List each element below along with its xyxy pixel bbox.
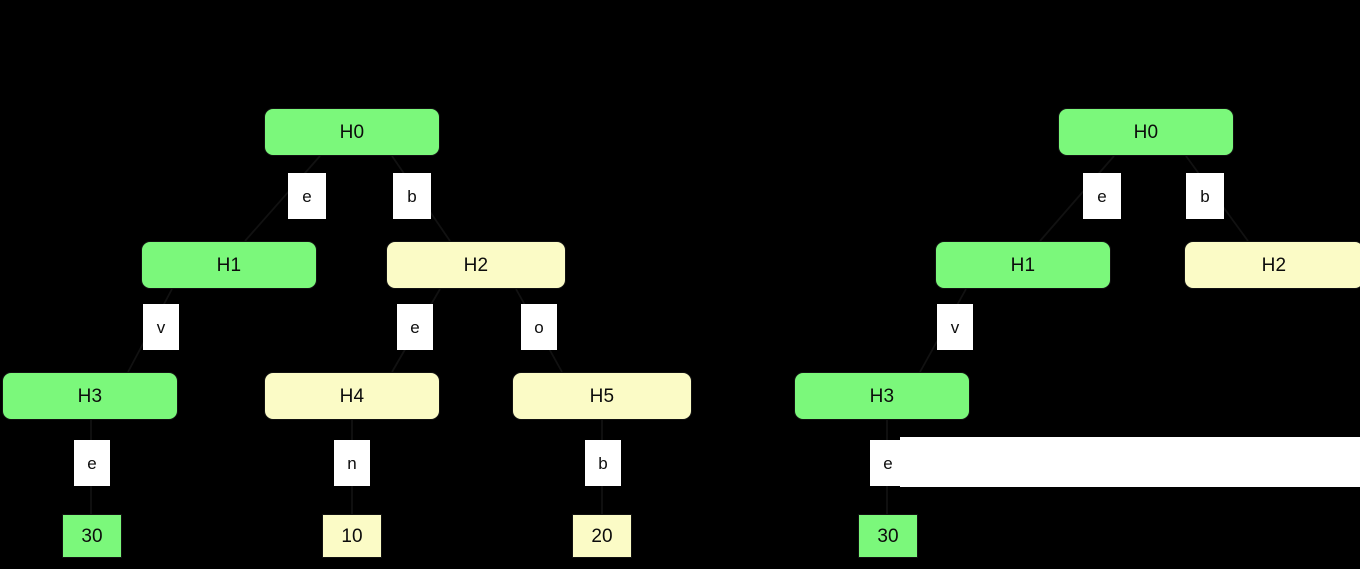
tree-node-l-h0[interactable]: H0 bbox=[264, 108, 440, 156]
tree-node-label: H2 bbox=[463, 254, 489, 276]
edge-label-text: v bbox=[156, 317, 166, 337]
leaf-node-value: 30 bbox=[81, 525, 103, 547]
edge-label-text: b bbox=[598, 453, 608, 473]
tree-node-label: H5 bbox=[589, 385, 615, 407]
edge-label-L-H0-L-H1: e bbox=[288, 173, 326, 219]
tree-node-r-h2[interactable]: H2 bbox=[1184, 241, 1360, 289]
edge-label-text: v bbox=[950, 317, 960, 337]
edge-label-text: e bbox=[1097, 186, 1107, 206]
leaf-node-l-30[interactable]: 30 bbox=[62, 514, 122, 558]
edge-label-L-H2-L-H5: o bbox=[521, 304, 557, 350]
leaf-node-r-30[interactable]: 30 bbox=[858, 514, 918, 558]
edge-label-L-H0-L-H2: b bbox=[393, 173, 431, 219]
tree-node-l-h1[interactable]: H1 bbox=[141, 241, 317, 289]
edge-label-text: e bbox=[883, 453, 893, 473]
edge-label-L-H1-L-H3: v bbox=[143, 304, 179, 350]
edge-label-L-H4-L-10: n bbox=[334, 440, 370, 486]
edge-label-text: e bbox=[87, 453, 97, 473]
tree-node-l-h4[interactable]: H4 bbox=[264, 372, 440, 420]
tree-node-label: H0 bbox=[1133, 121, 1159, 143]
leaf-node-l-20[interactable]: 20 bbox=[572, 514, 632, 558]
tree-node-r-h1[interactable]: H1 bbox=[935, 241, 1111, 289]
leaf-node-l-10[interactable]: 10 bbox=[322, 514, 382, 558]
edge-L-H0-L-H1 bbox=[244, 155, 321, 242]
leaf-node-value: 20 bbox=[591, 525, 613, 547]
leaf-node-value: 10 bbox=[341, 525, 363, 547]
tree-node-l-h2[interactable]: H2 bbox=[386, 241, 566, 289]
white-band bbox=[900, 437, 1360, 487]
leaf-node-value: 30 bbox=[877, 525, 899, 547]
edge-label-text: n bbox=[347, 453, 357, 473]
tree-node-label: H2 bbox=[1261, 254, 1287, 276]
edge-label-R-H0-R-H2: b bbox=[1186, 173, 1224, 219]
tree-node-label: H3 bbox=[869, 385, 895, 407]
tree-node-r-h0[interactable]: H0 bbox=[1058, 108, 1234, 156]
edge-label-text: b bbox=[1200, 186, 1210, 206]
tree-node-label: H4 bbox=[339, 385, 365, 407]
edge-label-L-H2-L-H4: e bbox=[397, 304, 433, 350]
edge-label-text: o bbox=[534, 317, 544, 337]
edge-label-L-H3-L-30: e bbox=[74, 440, 110, 486]
edge-label-text: e bbox=[302, 186, 312, 206]
tree-node-label: H1 bbox=[216, 254, 242, 276]
edge-label-R-H0-R-H1: e bbox=[1083, 173, 1121, 219]
edge-label-L-H5-L-20: b bbox=[585, 440, 621, 486]
edge-label-text: b bbox=[407, 186, 417, 206]
tree-node-r-h3[interactable]: H3 bbox=[794, 372, 970, 420]
edge-label-text: e bbox=[410, 317, 420, 337]
tree-node-label: H1 bbox=[1010, 254, 1036, 276]
tree-node-label: H0 bbox=[339, 121, 365, 143]
edge-label-R-H1-R-H3: v bbox=[937, 304, 973, 350]
edge-label-R-H3-R-30: e bbox=[870, 440, 906, 486]
tree-node-label: H3 bbox=[77, 385, 103, 407]
edge-R-H0-R-H1 bbox=[1039, 155, 1115, 242]
tree-node-l-h3[interactable]: H3 bbox=[2, 372, 178, 420]
tree-node-l-h5[interactable]: H5 bbox=[512, 372, 692, 420]
